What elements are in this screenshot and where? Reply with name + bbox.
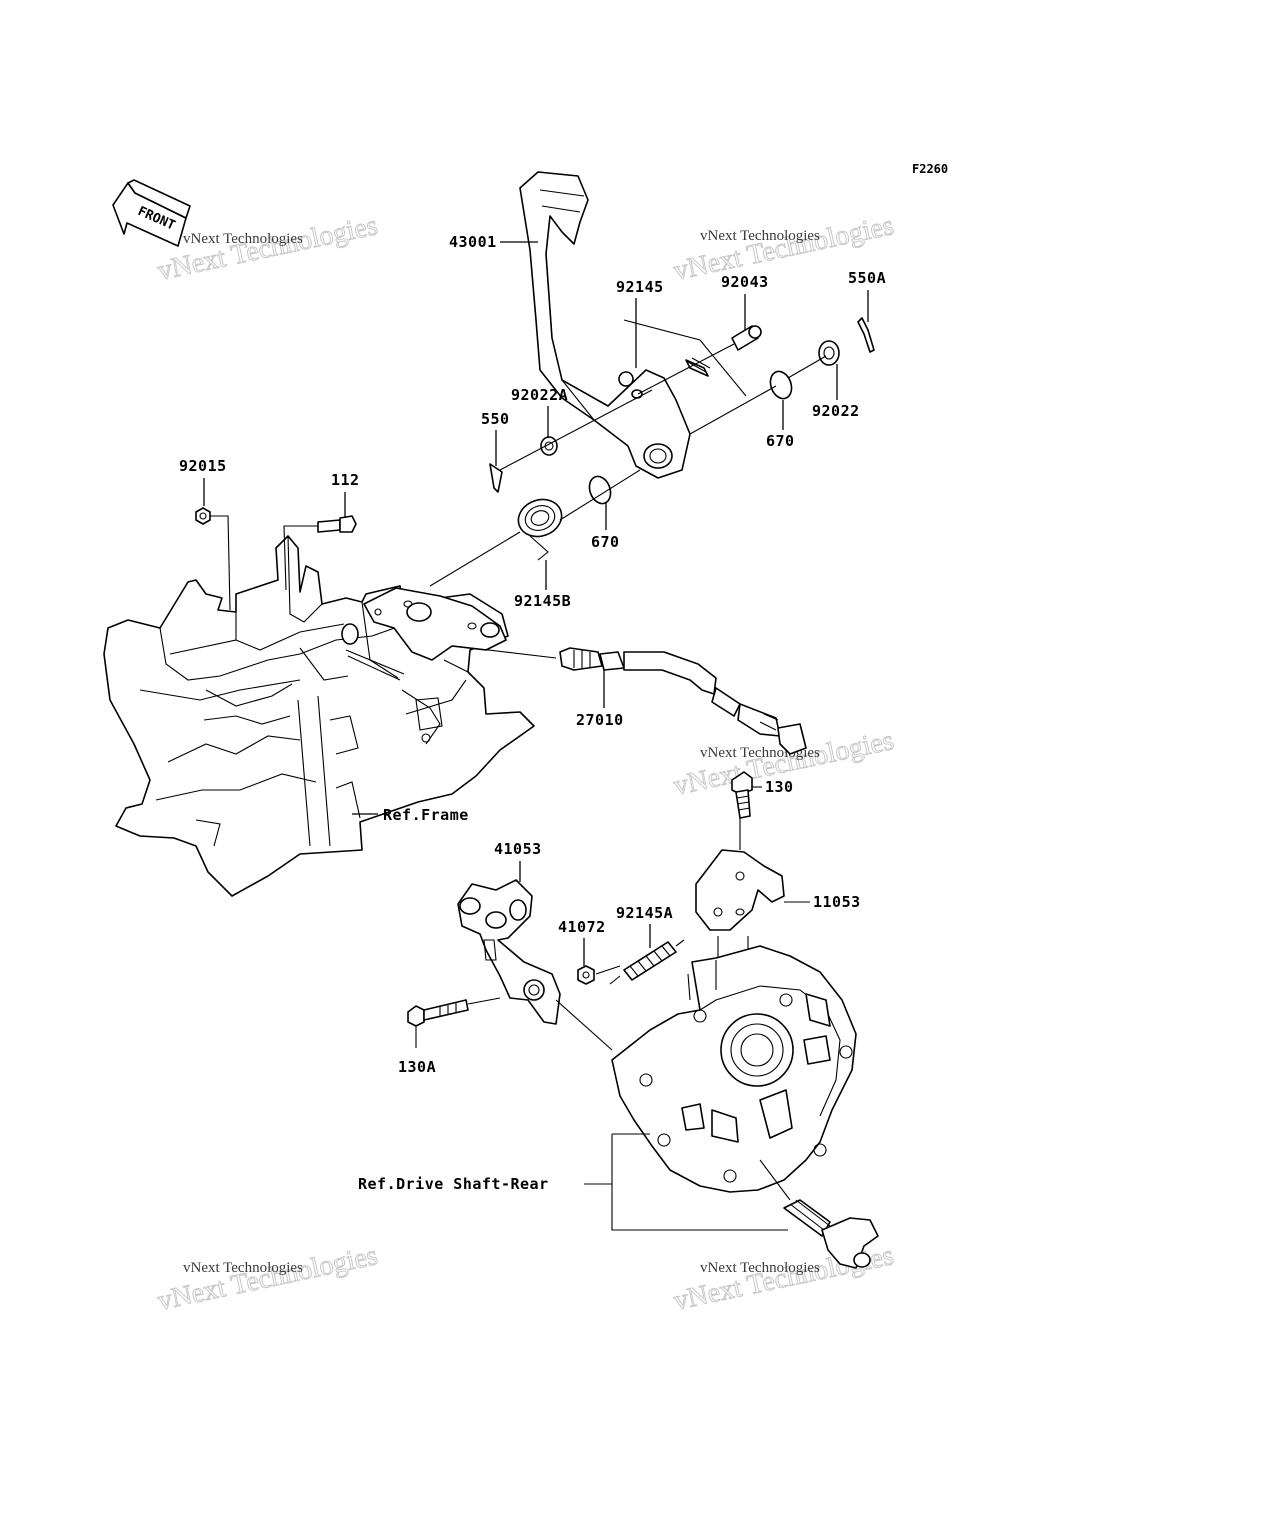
label-92015: 92015 <box>179 457 227 506</box>
label-670-lower: 670 <box>591 502 620 551</box>
svg-text:670: 670 <box>591 533 620 551</box>
watermark-top-left: vNext Technologies vNext Technologies <box>155 209 381 287</box>
svg-text:92043: 92043 <box>721 273 769 291</box>
label-550a: 550A <box>848 269 886 322</box>
label-130a: 130A <box>398 1058 436 1076</box>
svg-text:92022A: 92022A <box>511 386 568 404</box>
svg-text:43001: 43001 <box>449 233 497 251</box>
bolt-130a <box>407 997 501 1048</box>
washer-92022 <box>818 340 840 366</box>
svg-text:130A: 130A <box>398 1058 436 1076</box>
svg-text:vNext Technologies: vNext Technologies <box>700 228 820 244</box>
watermark-bottom-left: vNext Technologies vNext Technologies <box>155 1239 381 1317</box>
svg-text:vNext Technologies: vNext Technologies <box>155 1240 380 1317</box>
front-arrow-icon: FRONT <box>112 179 191 247</box>
drive-shaft <box>783 1199 879 1269</box>
svg-text:vNext Technologies: vNext Technologies <box>183 231 303 247</box>
svg-text:vNext Technologies: vNext Technologies <box>700 1260 820 1276</box>
o-ring-670-upper <box>769 370 793 400</box>
label-41053: 41053 <box>494 840 542 882</box>
o-ring-670-lower <box>588 475 612 505</box>
svg-text:92145B: 92145B <box>514 592 571 610</box>
svg-text:41072: 41072 <box>558 918 606 936</box>
bolt-112 <box>317 515 357 533</box>
svg-text:92022: 92022 <box>812 402 860 420</box>
label-550: 550 <box>481 410 510 466</box>
spring-92145a <box>609 939 685 985</box>
svg-text:Ref.Frame: Ref.Frame <box>383 806 469 824</box>
assembly-lines-lower <box>555 965 621 1051</box>
label-27010: 27010 <box>576 670 624 729</box>
brake-switch-27010 <box>453 645 807 755</box>
svg-text:550: 550 <box>481 410 510 428</box>
clevis-pin-92043 <box>731 325 762 351</box>
svg-text:vNext Technologies: vNext Technologies <box>183 1260 303 1276</box>
label-41072: 41072 <box>558 918 606 966</box>
label-ref-drive-shaft-rear: Ref.Drive Shaft-Rear <box>358 1175 549 1193</box>
label-130: 130 <box>765 778 794 796</box>
svg-text:92015: 92015 <box>179 457 227 475</box>
svg-text:670: 670 <box>766 432 795 450</box>
label-670-upper: 670 <box>766 400 795 450</box>
brake-pedal-43001 <box>519 171 691 479</box>
label-92145: 92145 <box>616 278 664 368</box>
svg-text:41053: 41053 <box>494 840 542 858</box>
label-43001: 43001 <box>449 233 538 251</box>
assembly-lines-upper <box>429 343 827 587</box>
washer-92022a <box>540 436 558 456</box>
svg-text:vNext Technologies: vNext Technologies <box>155 210 380 287</box>
svg-text:550A: 550A <box>848 269 886 287</box>
label-92043: 92043 <box>721 273 769 330</box>
label-92145b: 92145B <box>514 560 571 610</box>
svg-text:Ref.Drive Shaft-Rear: Ref.Drive Shaft-Rear <box>358 1175 549 1193</box>
ref-drive-shaft-leader <box>584 1133 788 1231</box>
nut-41072 <box>577 965 595 985</box>
svg-text:112: 112 <box>331 471 360 489</box>
frame-assembly <box>103 515 535 897</box>
svg-text:11053: 11053 <box>813 893 861 911</box>
label-112: 112 <box>331 471 360 518</box>
label-92145a: 92145A <box>616 904 673 948</box>
bolt-130 <box>731 771 762 850</box>
svg-text:92145A: 92145A <box>616 904 673 922</box>
return-spring-92145b <box>517 498 563 561</box>
label-ref-frame: Ref.Frame <box>352 806 469 824</box>
label-92022a: 92022A <box>511 386 568 438</box>
svg-text:27010: 27010 <box>576 711 624 729</box>
cotter-pin-550 <box>489 463 503 493</box>
cotter-pin-550a <box>857 317 875 353</box>
nut-92015 <box>195 507 211 525</box>
bracket-11053 <box>695 849 810 960</box>
lever-41053 <box>457 879 561 1025</box>
svg-text:130: 130 <box>765 778 794 796</box>
spring-92145 <box>623 319 747 397</box>
final-gear-case <box>611 945 857 1201</box>
figure-code: F2260 <box>912 162 948 176</box>
label-92022: 92022 <box>812 364 860 420</box>
svg-text:92145: 92145 <box>616 278 664 296</box>
label-11053: 11053 <box>813 893 861 911</box>
